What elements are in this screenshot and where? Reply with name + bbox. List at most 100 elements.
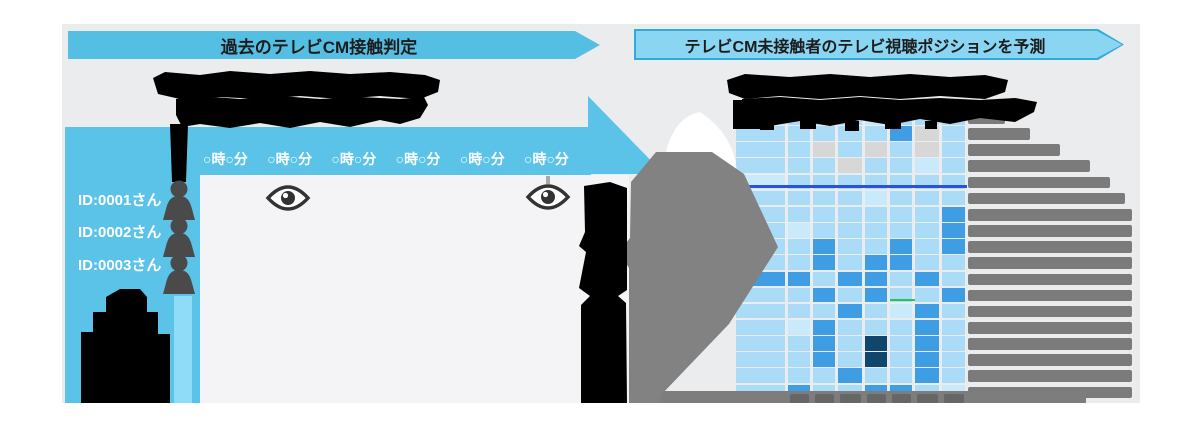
- heatmap-cell-r13-c5: [865, 303, 887, 319]
- heatmap-cell-r16-c5: [865, 352, 887, 367]
- row-label-blob-16: [968, 354, 1132, 366]
- heatmap-cell-r9-c2: [788, 239, 810, 254]
- time-header-3: ○時○分: [331, 151, 377, 167]
- heatmap-cell-r15-c5: [865, 336, 887, 351]
- left-section-header-ribbon: 過去のテレビCM接触判定: [68, 31, 600, 59]
- heatmap-cell-r13-c2: [788, 303, 810, 319]
- heatmap-cell-r14-c8: [942, 319, 965, 335]
- heatmap-cell-r6-c7: [915, 190, 939, 206]
- row-label-blob-2: [968, 128, 1030, 140]
- viewer-id-label-3: ID:0003さん: [78, 257, 162, 274]
- heatmap-cell-r15-c8: [942, 336, 965, 351]
- heatmap-cell-r13-c1: [736, 303, 785, 319]
- row-label-blob-8: [968, 225, 1132, 237]
- heatmap-cell-r6-c8: [942, 190, 965, 206]
- heatmap-cell-r7-c1: [736, 206, 785, 222]
- time-header-4: ○時○分: [395, 151, 441, 167]
- heatmap-cell-r2-c6: [890, 126, 912, 141]
- heatmap-cell-r1-c2: [788, 110, 810, 125]
- heatmap-cell-r17-c5: [865, 368, 887, 384]
- heatmap-cell-r11-c6: [890, 271, 912, 287]
- heatmap-cell-r14-c5: [865, 319, 887, 335]
- row-label-blob-12: [968, 289, 1132, 302]
- heatmap-cell-r16-c6: [890, 352, 912, 367]
- row-label-blob-10: [968, 257, 1132, 269]
- row-label-blob-15: [968, 338, 1132, 350]
- column-label-blob-5: [892, 394, 911, 403]
- heatmap-cell-r16-c7: [915, 352, 939, 367]
- heatmap-cell-r17-c6: [890, 368, 912, 384]
- column-label-blob-3: [840, 394, 861, 403]
- heatmap-cell-r3-c6: [890, 142, 912, 157]
- heatmap-blue-line: [736, 185, 967, 188]
- heatmap-cell-r8-c8: [942, 223, 965, 238]
- heatmap-cell-r12-c1: [736, 287, 785, 303]
- heatmap-cell-r3-c8: [942, 142, 965, 157]
- heatmap-cell-r7-c3: [813, 206, 835, 222]
- row-label-blob-1: [968, 112, 1005, 124]
- heatmap-cell-r4-c7: [915, 158, 939, 174]
- heatmap-cell-r11-c2: [788, 271, 810, 287]
- heatmap-cell-r12-c5: [865, 287, 887, 303]
- heatmap-cell-r11-c3: [813, 271, 835, 287]
- continuation-strip: [174, 296, 192, 403]
- heatmap-cell-r6-c4: [838, 190, 862, 206]
- heatmap-cell-r12-c8: [942, 287, 965, 303]
- row-label-blob-9: [968, 241, 1132, 253]
- heatmap-cell-r15-c1: [736, 336, 785, 351]
- heatmap-cell-r1-c4: [838, 110, 862, 125]
- heatmap-cell-r9-c1: [736, 239, 785, 254]
- heatmap-cell-r15-c2: [788, 336, 810, 351]
- heatmap-cell-r16-c4: [838, 352, 862, 367]
- heatmap-cell-r3-c1: [736, 142, 785, 157]
- heatmap-cell-r13-c7: [915, 303, 939, 319]
- row-label-blob-17: [968, 370, 1132, 383]
- heatmap-cell-r6-c2: [788, 190, 810, 206]
- row-label-blob-13: [968, 305, 1132, 318]
- heatmap-cell-r4-c6: [890, 158, 912, 174]
- heatmap-cell-r2-c2: [788, 126, 810, 141]
- heatmap-cell-r6-c5: [865, 190, 887, 206]
- heatmap-cell-r11-c1: [736, 271, 785, 287]
- heatmap-cell-r13-c6: [890, 303, 912, 319]
- heatmap-cell-r14-c2: [788, 319, 810, 335]
- row-label-blob-5: [968, 176, 1110, 189]
- heatmap-green-line: [890, 299, 915, 301]
- heatmap-cell-r17-c7: [915, 368, 939, 384]
- time-header-5: ○時○分: [459, 151, 505, 167]
- heatmap-cell-r4-c8: [942, 158, 965, 174]
- heatmap-cell-r2-c4: [838, 126, 862, 141]
- time-header-1: ○時○分: [203, 151, 248, 167]
- heatmap-cell-r6-c1: [736, 190, 785, 206]
- time-header-row: ○時○分○時○分○時○分○時○分○時○分○時○分: [203, 149, 569, 169]
- heatmap-cell-r17-c2: [788, 368, 810, 384]
- column-label-blob-2: [815, 394, 834, 403]
- heatmap-cell-r8-c5: [865, 223, 887, 238]
- heatmap-cell-r10-c4: [838, 255, 862, 270]
- heatmap-cell-r7-c4: [838, 206, 862, 222]
- heatmap-cell-r9-c5: [865, 239, 887, 254]
- heatmap-cell-r1-c3: [813, 110, 835, 125]
- heatmap-cell-r15-c3: [813, 336, 835, 351]
- heatmap-cell-r4-c2: [788, 158, 810, 174]
- row-label-blob-3: [968, 144, 1060, 156]
- heatmap-cell-r16-c8: [942, 352, 965, 367]
- heatmap-cell-r14-c3: [813, 319, 835, 335]
- heatmap-cell-r8-c7: [915, 223, 939, 238]
- heatmap-cell-r2-c8: [942, 126, 965, 141]
- heatmap-cell-r7-c8: [942, 206, 965, 222]
- column-label-blob-1: [790, 394, 809, 403]
- heatmap-cell-r7-c5: [865, 206, 887, 222]
- left-section-title: 過去のテレビCM接触判定: [220, 37, 418, 57]
- heatmap-cell-r4-c1: [736, 158, 785, 174]
- heatmap-cell-r10-c3: [813, 255, 835, 270]
- heatmap-cell-r2-c3: [813, 126, 835, 141]
- heatmap-cell-r14-c4: [838, 319, 862, 335]
- heatmap-cell-r16-c3: [813, 352, 835, 367]
- viewer-id-label-1: ID:0001さん: [78, 192, 162, 209]
- heatmap-cell-r7-c6: [890, 206, 912, 222]
- heatmap-cell-r9-c7: [915, 239, 939, 254]
- heatmap-cell-r3-c5: [865, 142, 887, 157]
- heatmap-cell-r8-c4: [838, 223, 862, 238]
- heatmap-cell-r2-c5: [865, 126, 887, 141]
